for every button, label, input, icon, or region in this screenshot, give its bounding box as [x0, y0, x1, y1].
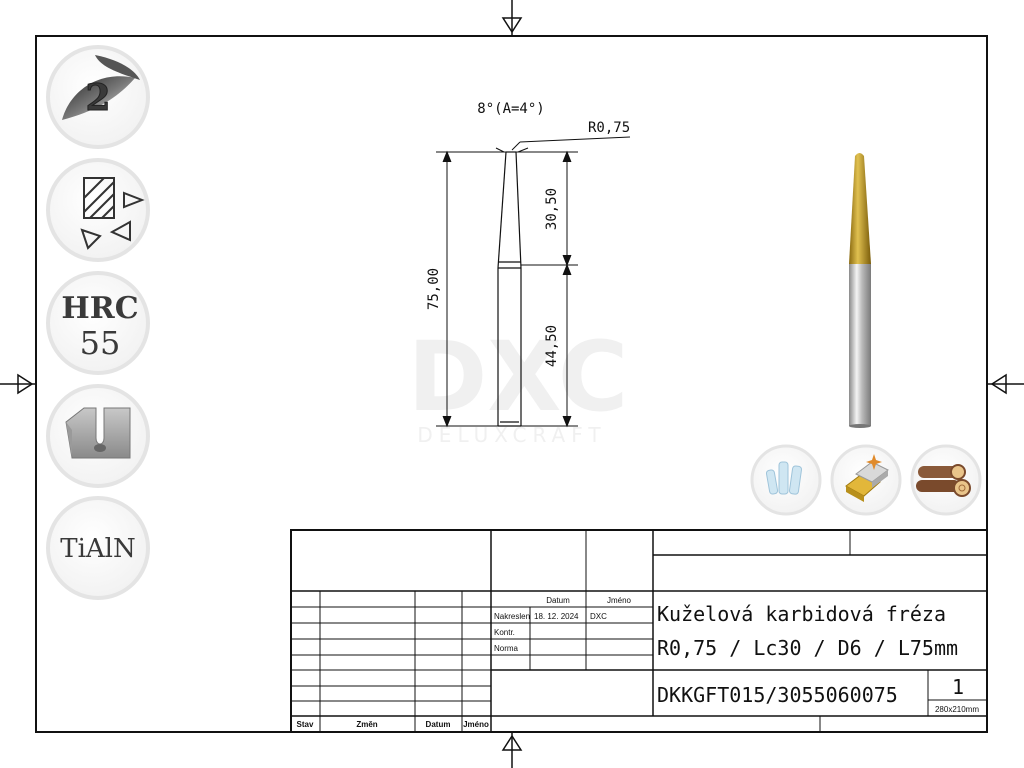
watermark-logo: DXC	[408, 321, 629, 433]
cutting-length-dimension: 30,50	[544, 188, 560, 230]
angle-dimension: 8°(A=4°)	[477, 101, 544, 117]
coating-label: TiAlN	[60, 534, 136, 564]
col-datum: Datum	[546, 596, 570, 605]
hardness-value: 55	[80, 324, 121, 362]
part-number: DKKGFT015/3055060075	[657, 683, 898, 707]
rev-jmeno: Jméno	[463, 720, 489, 729]
part-title-line2: R0,75 / Lc30 / D6 / L75mm	[657, 636, 958, 660]
sheet-format: 280x210mm	[935, 705, 979, 714]
badge-hardness: HRC 55	[46, 271, 150, 375]
part-title-line1: Kuželová karbidová fréza	[657, 602, 946, 626]
material-metal-badge	[830, 444, 902, 516]
material-wood-badge	[910, 444, 982, 516]
hardness-label: HRC	[61, 291, 138, 326]
slot-milling-icon	[65, 407, 131, 459]
nakreslen-date: 18. 12. 2024	[534, 612, 579, 621]
material-acrylic-badge	[750, 444, 822, 516]
rev-zmen: Změn	[356, 720, 377, 729]
badge-flutes: 2	[46, 45, 150, 149]
badge-slot	[46, 384, 150, 488]
nakreslen-name: DXC	[590, 612, 607, 621]
flute-icon	[62, 76, 135, 120]
radius-dimension: R0,75	[588, 120, 630, 136]
rev-datum: Datum	[426, 720, 451, 729]
total-length-dimension: 75,00	[426, 268, 442, 310]
badge-coating: TiAlN	[46, 496, 150, 600]
badge-material	[46, 158, 150, 262]
sheet-number: 1	[952, 675, 964, 699]
watermark: DXC DELUXCRAFT	[408, 321, 629, 447]
row-kontr: Kontr.	[494, 628, 515, 637]
flutes-count: 2	[85, 77, 110, 119]
row-nakreslen: Nakreslen	[494, 612, 530, 621]
row-norma: Norma	[494, 644, 519, 653]
title-block	[290, 529, 988, 733]
dimension-lines	[436, 136, 631, 428]
shank-length-dimension: 44,50	[544, 325, 560, 367]
tool-render	[849, 153, 871, 428]
rev-stav: Stav	[297, 720, 314, 729]
metal-ingot-icon	[845, 454, 889, 502]
acrylic-icon	[765, 461, 803, 495]
col-jmeno: Jméno	[607, 596, 632, 605]
watermark-name: DELUXCRAFT	[417, 423, 606, 447]
cutting-directions-icon	[80, 177, 145, 250]
wood-logs-icon	[916, 464, 971, 497]
tool-outline	[497, 151, 522, 427]
